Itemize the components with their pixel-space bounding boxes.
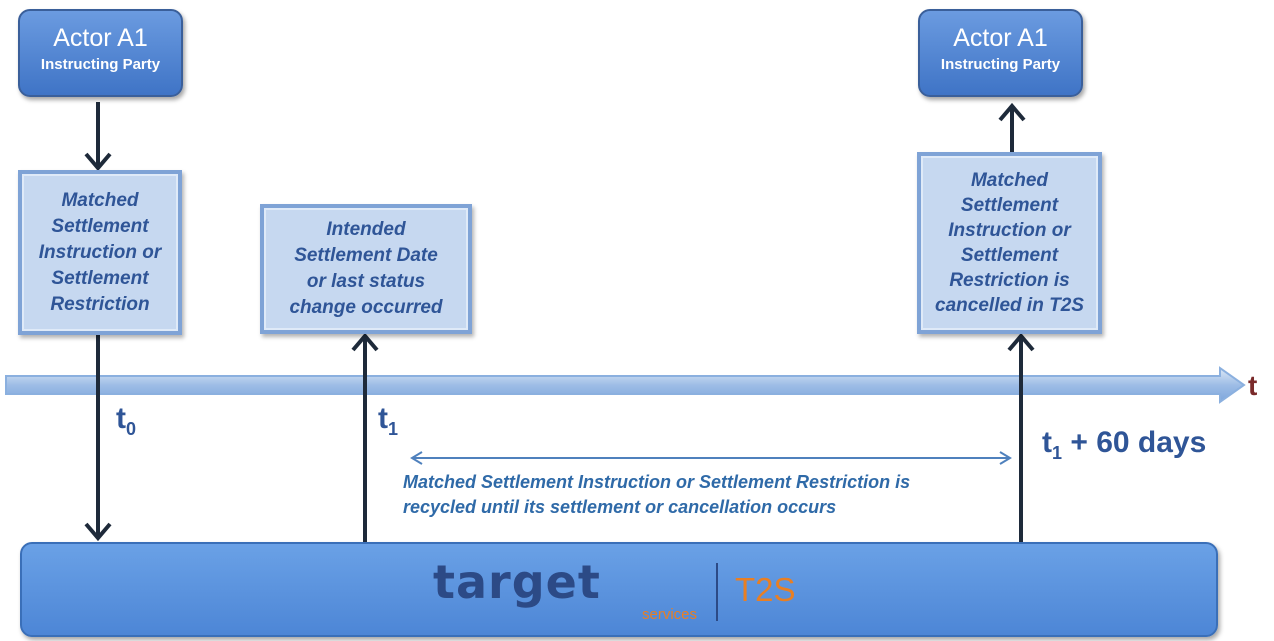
label-t1-base: t: [378, 402, 388, 435]
box-line: cancelled in T2S: [935, 295, 1084, 316]
box-cancelled-in-t2s: Matched Settlement Instruction or Settle…: [917, 152, 1102, 334]
caption-line: Matched Settlement Instruction or Settle…: [403, 472, 911, 492]
box-line: Settlement: [51, 267, 149, 289]
timeline-axis-label: t: [1248, 370, 1258, 401]
box-line: Intended: [326, 219, 406, 240]
label-t1-plus-60: t1 + 60 days: [1042, 426, 1206, 464]
label-t0-sub: 0: [126, 419, 137, 439]
target-services-logo-text: target: [433, 555, 601, 609]
box-matched-instruction: Matched Settlement Instruction or Settle…: [18, 170, 182, 335]
label-t1-plus-base: t: [1042, 426, 1052, 459]
label-t0-base: t: [116, 402, 126, 435]
box-line: Restriction: [50, 293, 150, 315]
label-t1-plus-suffix: + 60 days: [1062, 426, 1207, 459]
box-line: Instruction or: [948, 220, 1071, 241]
actor-a1-left: Actor A1 Instructing Party: [18, 9, 183, 97]
box-intended-settlement-date: Intended Settlement Date or last status …: [260, 204, 472, 334]
box-line: Settlement: [51, 215, 149, 237]
box-line: Settlement: [960, 195, 1059, 216]
box-line: Matched: [61, 189, 139, 211]
actor-name: Actor A1: [953, 24, 1048, 52]
box-line: Settlement Date: [294, 245, 438, 266]
box-line: Matched: [970, 170, 1049, 191]
timeline-axis: [5, 366, 1246, 404]
box-line: change occurred: [289, 297, 443, 318]
box-line: Instruction or: [38, 241, 162, 263]
box-line: or last status: [306, 271, 426, 292]
box-line: Settlement: [960, 245, 1059, 266]
box-line: Restriction is: [949, 270, 1070, 291]
actor-role: Instructing Party: [940, 56, 1061, 73]
target-services-logo-sub: services: [642, 606, 698, 623]
label-t0: t0: [116, 402, 136, 440]
recycling-caption: Matched Settlement Instruction or Settle…: [403, 470, 910, 520]
actor-role: Instructing Party: [40, 56, 161, 73]
logo-separator: [716, 563, 718, 621]
actor-name: Actor A1: [53, 24, 148, 52]
caption-line: recycled until its settlement or cancell…: [403, 497, 837, 517]
t2s-product-label: T2S: [735, 571, 796, 608]
label-t1-plus-sub: 1: [1052, 443, 1063, 463]
label-t1-sub: 1: [388, 419, 399, 439]
actor-a1-right: Actor A1 Instructing Party: [918, 9, 1083, 97]
label-t1: t1: [378, 402, 398, 440]
t2s-platform-bar: [20, 542, 1218, 637]
